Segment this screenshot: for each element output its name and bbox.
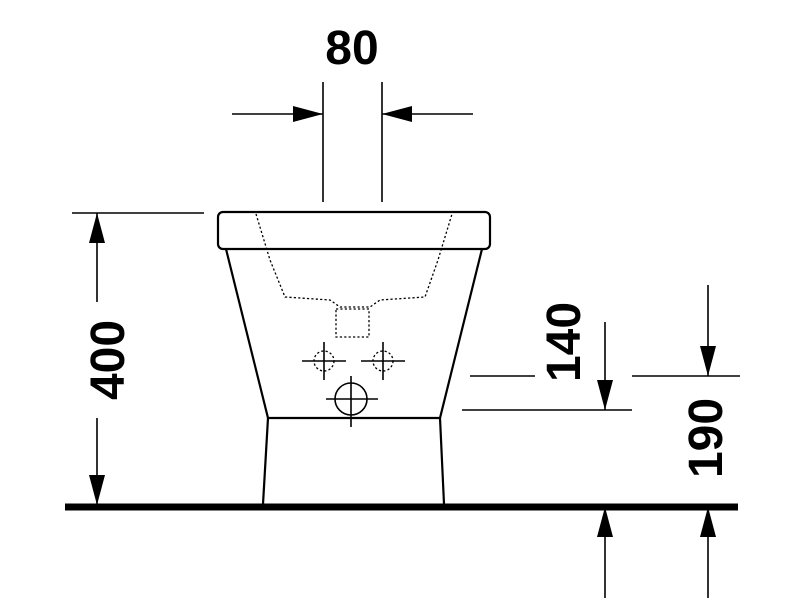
bidet-pedestal-outline <box>261 417 446 505</box>
dimension-label-190: 190 <box>680 398 733 478</box>
dimension-total-height: 400 <box>72 212 204 505</box>
dimension-label-80: 80 <box>325 22 378 75</box>
drain-outlet-icon <box>326 376 378 427</box>
dimension-drain-140: 140 <box>462 302 632 598</box>
inner-bowl-dashed <box>255 213 453 308</box>
drain-box-dashed <box>335 308 370 338</box>
dimension-drain-190: 190 <box>632 285 740 598</box>
bidet-rim <box>216 210 492 251</box>
right-water-connection-icon <box>361 342 405 380</box>
left-water-connection-icon <box>302 342 346 380</box>
dimension-top-width: 80 <box>232 22 473 202</box>
dimension-label-140: 140 <box>538 302 591 382</box>
bidet-bowl-outline <box>224 248 484 420</box>
dimension-label-400: 400 <box>82 320 135 400</box>
